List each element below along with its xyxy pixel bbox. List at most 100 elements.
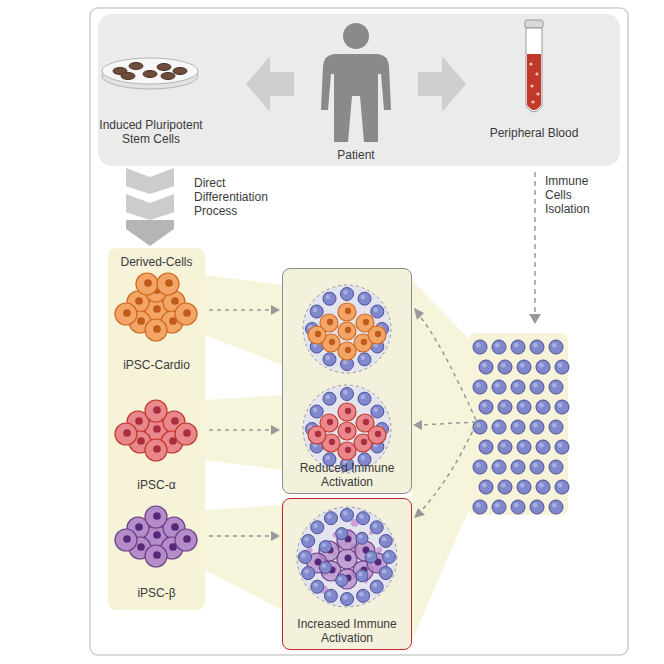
immune-cell-shine [558, 483, 563, 488]
isolation-arrow [534, 172, 536, 316]
immune-cell [358, 353, 371, 366]
immune-cell [555, 360, 569, 374]
immune-cell [549, 380, 563, 394]
chevron [126, 220, 174, 246]
cell-nucleus [165, 279, 173, 287]
immune-cell [311, 521, 324, 534]
cell [175, 529, 197, 551]
cell-nucleus [375, 431, 381, 437]
immune-cell-shine [514, 383, 519, 388]
cell-nucleus [153, 325, 161, 333]
immune-cell-shine [313, 308, 318, 313]
cell-group: iPSC-α [108, 394, 205, 498]
increased-activation-box: Increased Immune Activation [282, 498, 412, 650]
outer-frame [90, 8, 628, 655]
cell [145, 506, 167, 528]
immune-cell-shine [313, 523, 318, 528]
cell-nucleus [153, 425, 161, 433]
blood [527, 54, 541, 110]
immune-cell [536, 400, 550, 414]
immune-cell [336, 574, 348, 586]
immune-cell-shine [501, 443, 506, 448]
immune-cell-shine [558, 403, 563, 408]
immune-cell-shine [539, 403, 544, 408]
cell [308, 326, 326, 344]
reduced-activation-box: Reduced Immune Activation [282, 268, 412, 494]
immune-cell-shine [358, 535, 362, 539]
process-label: Direct Differentiation Process [194, 176, 274, 218]
immune-cell [479, 400, 493, 414]
dish-label: Induced Pluripotent Stem Cells [98, 118, 204, 146]
immune-cell [323, 353, 336, 366]
immune-cell-shine [482, 443, 487, 448]
immune-cell [511, 420, 525, 434]
immune-cell [370, 521, 383, 534]
cell-group: iPSC-Cardio [108, 274, 205, 378]
immune-cell-shine [533, 463, 538, 468]
ipsc-colony [121, 73, 135, 80]
connector [209, 531, 280, 541]
immune-cell-shine [373, 308, 378, 313]
immune-cell-shine [520, 403, 525, 408]
ipsc-colony [143, 71, 157, 78]
cell-nucleus [183, 429, 191, 437]
immune-cell [498, 440, 512, 454]
cell-nucleus [363, 319, 369, 325]
source-band: Induced Pluripotent Stem CellsPatientPer… [98, 14, 620, 166]
immune-cell [479, 480, 493, 494]
well [303, 385, 391, 473]
blood-dot [530, 84, 533, 87]
cell-nucleus [345, 347, 351, 353]
immune-cell [357, 512, 370, 525]
immune-cell [371, 305, 384, 318]
immune-cell [530, 340, 544, 354]
immune-cell-shine [343, 595, 348, 600]
immune-cell [492, 380, 506, 394]
cell [338, 342, 356, 360]
immune-cell [319, 541, 331, 553]
cell-nucleus [137, 317, 145, 325]
cell [338, 303, 356, 321]
immune-cell-shine [552, 503, 557, 508]
immune-cell-shine [520, 363, 525, 368]
cell-nucleus [153, 305, 161, 313]
immune-cell-shine [558, 443, 563, 448]
immune-cell [356, 532, 368, 544]
immune-cell-shine [359, 514, 364, 519]
immune-cell [517, 440, 531, 454]
immune-cell [473, 380, 487, 394]
immune-cell-shine [304, 569, 309, 574]
immune-cell [517, 480, 531, 494]
immune-cell-shine [533, 503, 538, 508]
immune-cell-shine [382, 537, 387, 542]
immune-cell [498, 480, 512, 494]
immune-cell-shine [361, 395, 366, 400]
blood-dot [531, 100, 534, 103]
immune-cell [549, 340, 563, 354]
cell [368, 326, 386, 344]
activation-label: Increased Immune Activation [287, 617, 407, 645]
cell-nucleus [361, 439, 367, 445]
immune-cell-panel [468, 333, 568, 515]
immune-cell-shine [520, 483, 525, 488]
immune-cell-shine [520, 443, 525, 448]
immune-cell [302, 534, 315, 547]
connector [209, 305, 280, 315]
cell [157, 273, 179, 295]
immune-cell-shine [359, 592, 364, 597]
immune-cell-shine [322, 543, 326, 547]
cell-nucleus [153, 445, 161, 453]
cell-nucleus [363, 419, 369, 425]
cell-nucleus [315, 431, 321, 437]
immune-cell-shine [501, 403, 506, 408]
chevron [126, 168, 174, 194]
immune-cell [324, 512, 337, 525]
cell [338, 322, 356, 340]
cell-nucleus [327, 419, 333, 425]
immune-cell-shine [361, 295, 366, 300]
person-head [343, 23, 369, 49]
immune-cell-shine [326, 395, 331, 400]
blood-dot [535, 72, 538, 75]
immune-cell [356, 570, 368, 582]
immune-cell [555, 480, 569, 494]
